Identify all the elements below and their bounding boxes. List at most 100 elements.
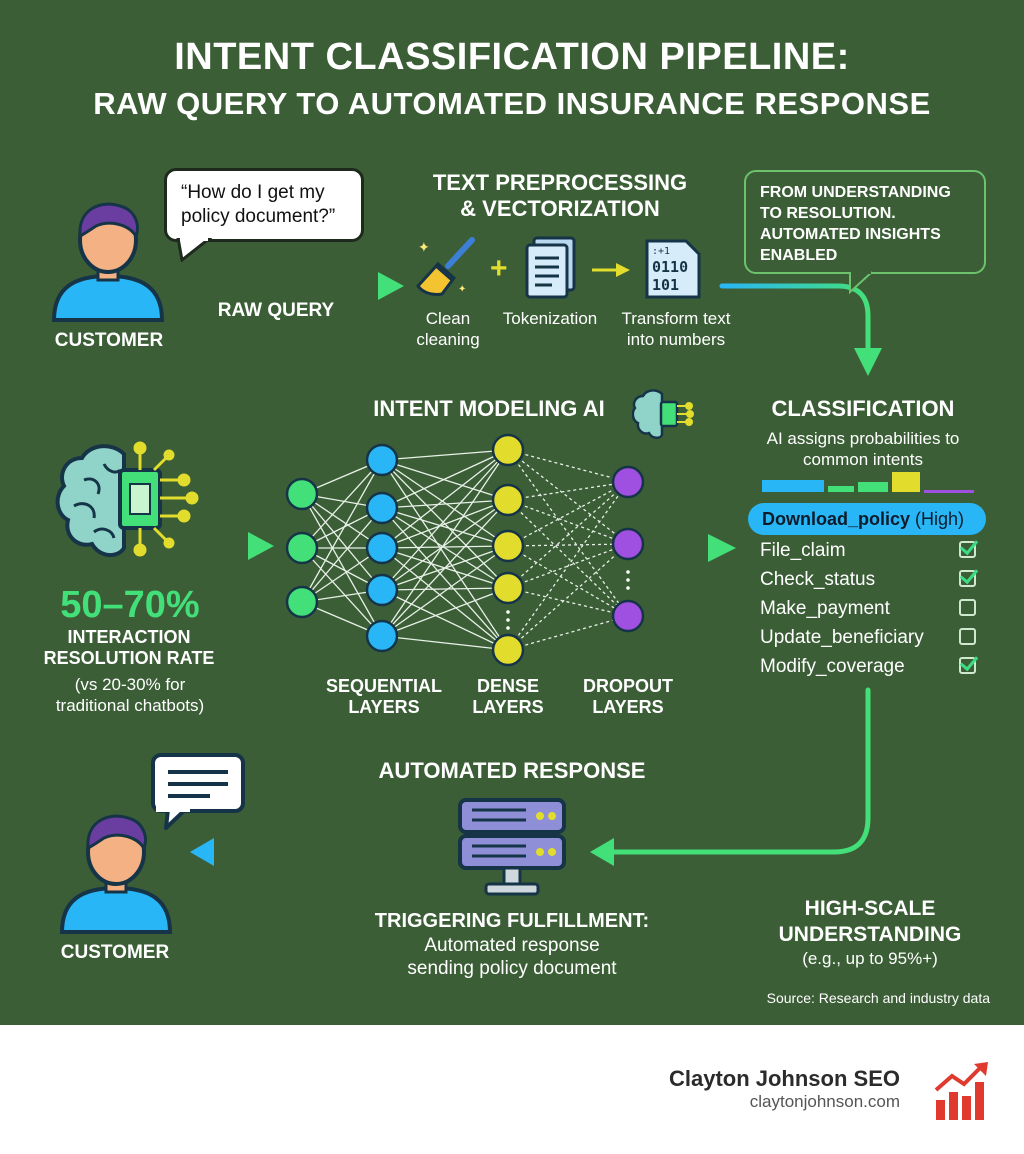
transform-step-line-2: into numbers: [626, 330, 726, 349]
network-edge: [381, 507, 509, 547]
dense-line-1: DENSE: [476, 676, 539, 696]
dense-node: [491, 529, 525, 563]
intent-list: File_claim Check_status Make_payment Upd…: [760, 536, 980, 681]
sequential-line-1: SEQUENTIAL: [325, 676, 442, 696]
dense-layers-label: DENSE LAYERS: [452, 676, 564, 718]
sequential-node: [365, 573, 399, 607]
intent-row-modify-coverage: Modify_coverage: [760, 652, 980, 681]
network-edge: [381, 459, 509, 501]
sequential-layers-label: SEQUENTIAL LAYERS: [316, 676, 452, 718]
network-edge: [301, 459, 383, 549]
dropout-layers-label: DROPOUT LAYERS: [568, 676, 688, 718]
classification-desc: AI assigns probabilities to common inten…: [730, 428, 996, 470]
binary-document-icon: 0110 101 :+1: [645, 239, 701, 299]
sequential-node: [365, 531, 399, 565]
input-node: [285, 585, 319, 619]
intent-row-make-payment: Make_payment: [760, 594, 980, 623]
tokenization-step-label: Tokenization: [502, 309, 598, 328]
infographic-panel: INTENT CLASSIFICATION PIPELINE: RAW QUER…: [0, 0, 1024, 1025]
broom-icon: ✦ ✦: [416, 237, 475, 296]
top-intent-pill: Download_policy (High): [748, 503, 986, 535]
info-box: FROM UNDERSTANDING TO RESOLUTION. AUTOMA…: [744, 170, 986, 274]
to-classification-arrow: [719, 283, 882, 376]
fulfillment-line-1: Automated response: [424, 935, 600, 956]
network-edge: [301, 493, 383, 591]
network-edge: [381, 589, 509, 651]
top-intent-name: Download_policy: [762, 509, 911, 529]
svg-text:101: 101: [652, 276, 679, 294]
network-edge: [507, 587, 629, 617]
brand-url: claytonjohnson.com: [749, 1092, 900, 1111]
resolution-rate-value: 50–70%: [60, 584, 200, 626]
clean-step-line-2: cleaning: [416, 330, 480, 349]
customer-bottom-avatar-icon: [59, 814, 173, 934]
fulfillment-title: TRIGGERING FULFILLMENT:: [374, 910, 650, 932]
raw-query-arrow: [177, 272, 404, 300]
sequential-node: [365, 619, 399, 653]
tokenize-to-transform-arrow: [592, 263, 630, 277]
response-heading: AUTOMATED RESPONSE: [378, 758, 646, 783]
checkbox-checked-icon: [959, 570, 976, 587]
sequential-line-2: LAYERS: [348, 697, 420, 717]
network-edge: [381, 449, 509, 461]
resolution-rate-label: INTERACTION RESOLUTION RATE: [14, 627, 244, 669]
classification-desc-line-2: common intents: [803, 450, 923, 469]
customer-quote-bubble: “How do I get my policy document?”: [164, 168, 364, 242]
network-edge: [301, 547, 383, 637]
title-line-2: RAW QUERY TO AUTOMATED INSURANCE RESPONS…: [93, 86, 931, 121]
resolution-note-line-1: (vs 20-30% for: [74, 675, 186, 694]
network-edge: [507, 449, 629, 545]
checkbox-empty-icon: [959, 628, 976, 645]
ellipsis-dot: [506, 610, 510, 614]
resolution-rate-note: (vs 20-30% for traditional chatbots): [14, 674, 246, 716]
input-node: [285, 531, 319, 565]
transform-step-line-1: Transform text: [621, 309, 731, 328]
ellipsis-dot: [506, 618, 510, 622]
network-edge: [381, 547, 509, 651]
brand-name: Clayton Johnson SEO: [668, 1066, 900, 1091]
svg-text::+1: :+1: [652, 246, 670, 257]
intent-name: Make_payment: [760, 598, 890, 619]
network-edge: [381, 449, 509, 591]
dropout-line-1: DROPOUT: [583, 676, 673, 696]
top-intent-level: (High): [915, 509, 965, 529]
raw-query-label: RAW QUERY: [217, 300, 335, 321]
transform-step-label: Transform text into numbers: [606, 308, 746, 350]
input-node: [285, 477, 319, 511]
info-line-4: ENABLED: [760, 247, 838, 264]
dropout-line-2: LAYERS: [592, 697, 664, 717]
neural-network-diagram: [285, 433, 645, 667]
dense-node: [491, 571, 525, 605]
customer-top-label: CUSTOMER: [54, 330, 164, 351]
network-edge: [301, 493, 383, 637]
network-edge: [381, 635, 509, 651]
flow-arrows: [177, 263, 882, 866]
network-edge: [381, 449, 509, 637]
network-edge: [381, 459, 509, 547]
high-scale-line-2: UNDERSTANDING: [778, 923, 962, 946]
classification-heading: CLASSIFICATION: [771, 396, 955, 421]
brain-chip-icon: [55, 441, 199, 557]
small-brain-icon: [632, 389, 694, 439]
network-edge: [507, 615, 629, 651]
checkbox-checked-icon: [959, 657, 976, 674]
high-scale-line-1: HIGH-SCALE: [804, 897, 936, 920]
modeling-heading: INTENT MODELING AI: [373, 396, 605, 421]
resolution-note-line-2: traditional chatbots): [55, 696, 205, 715]
network-edge: [507, 481, 629, 501]
resolution-label-line-2: RESOLUTION RATE: [43, 648, 215, 668]
network-edge: [301, 507, 383, 603]
network-edge: [507, 545, 629, 617]
intent-name: Update_beneficiary: [760, 627, 924, 648]
network-edge: [507, 481, 629, 589]
dense-node: [491, 633, 525, 667]
network-edge: [381, 499, 509, 637]
network-edge: [507, 481, 629, 547]
network-edge: [381, 587, 509, 591]
clean-step-line-1: Clean: [425, 309, 471, 328]
network-edge: [381, 587, 509, 637]
intent-row-check-status: Check_status: [760, 565, 980, 594]
network-edge: [381, 545, 509, 637]
svg-text:✦: ✦: [418, 239, 430, 255]
to-response-arrow: [590, 687, 871, 866]
